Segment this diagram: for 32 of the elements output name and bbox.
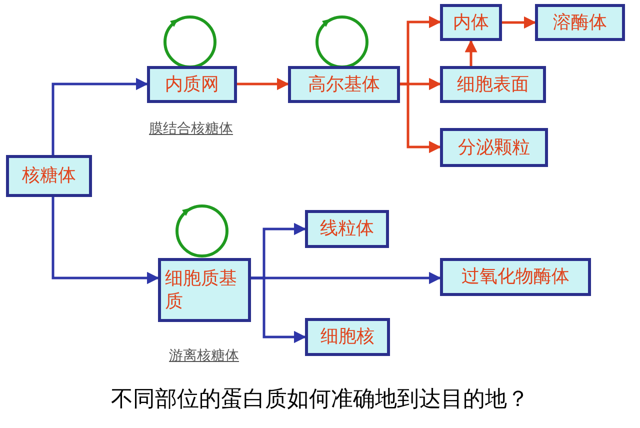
box-text: 细胞核 bbox=[320, 325, 374, 349]
arrow bbox=[464, 40, 478, 66]
process-box bbox=[158, 258, 251, 322]
arrow bbox=[251, 276, 306, 344]
caption: 不同部位的蛋白质如何准确地到达目的地？ bbox=[110, 386, 530, 414]
process-box bbox=[147, 66, 237, 103]
box-text: 高尔基体 bbox=[308, 72, 380, 96]
box-text: 细胞表面 bbox=[457, 72, 529, 96]
process-box bbox=[440, 4, 502, 41]
process-box bbox=[440, 128, 548, 167]
caption-label: 膜结合核糖体 bbox=[148, 120, 234, 139]
arrow bbox=[52, 78, 148, 155]
box-text: 分泌颗粒 bbox=[458, 136, 530, 160]
box-text: 溶酶体 bbox=[553, 10, 607, 34]
caption-label: 游离核糖体 bbox=[168, 347, 240, 366]
arrow bbox=[52, 197, 160, 284]
box-text: 内体 bbox=[453, 10, 489, 34]
arrow bbox=[502, 16, 536, 29]
process-box bbox=[440, 66, 546, 103]
process-box bbox=[305, 210, 389, 248]
process-box bbox=[305, 318, 390, 356]
box-text: 细胞质基质 bbox=[165, 266, 238, 314]
arrow bbox=[400, 82, 442, 154]
box-text: 内质网 bbox=[165, 72, 219, 96]
box-text: 线粒体 bbox=[320, 217, 374, 241]
box-text: 过氧化物酶体 bbox=[462, 265, 570, 289]
process-box bbox=[535, 4, 625, 41]
process-box bbox=[288, 66, 400, 103]
arrow bbox=[237, 78, 290, 90]
process-box bbox=[440, 258, 591, 296]
process-box bbox=[6, 155, 92, 197]
box-text: 核糖体 bbox=[22, 164, 76, 188]
